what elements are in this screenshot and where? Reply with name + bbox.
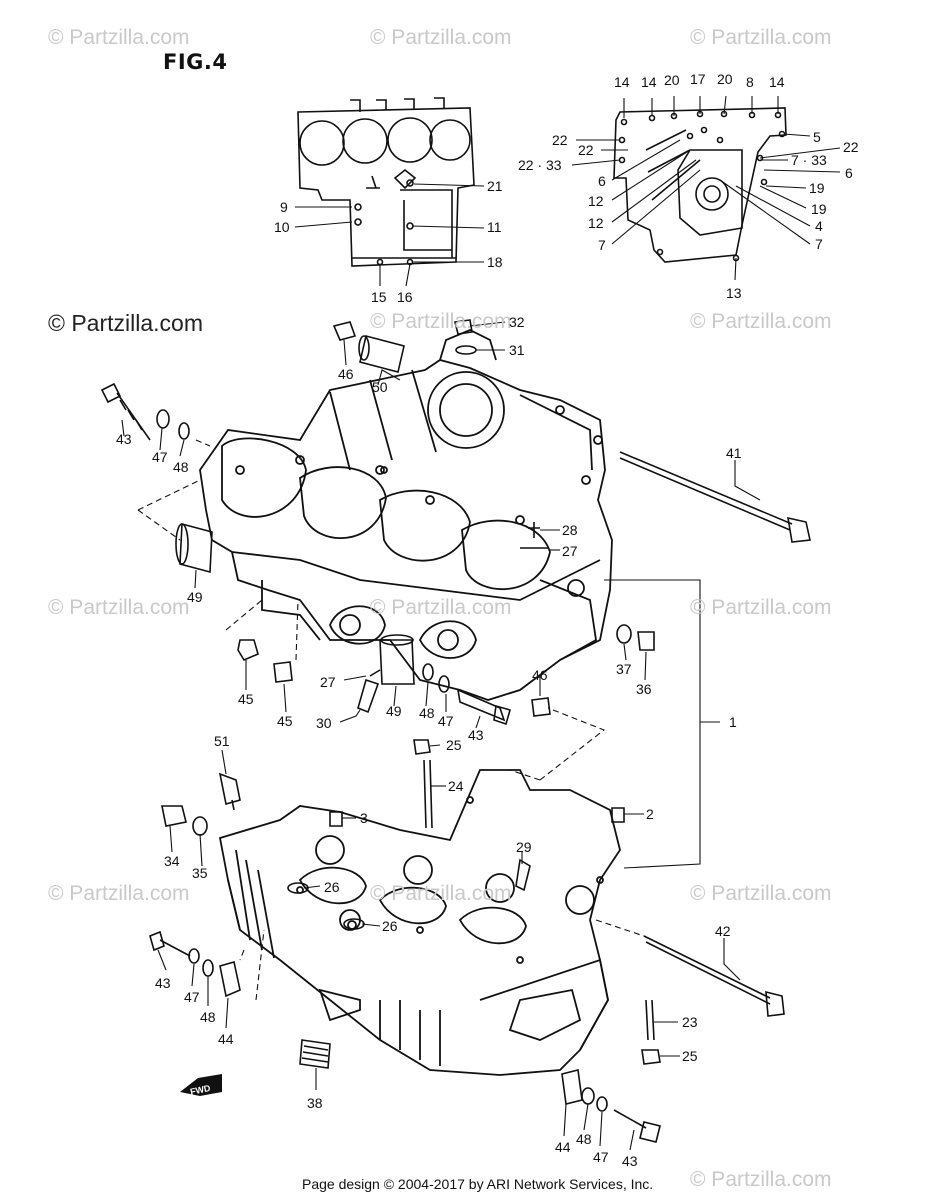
callout-label: 50 [372, 379, 388, 395]
callout-label: 17 [690, 71, 706, 87]
callout-label: 16 [397, 289, 413, 305]
callout-label: 7 [815, 236, 823, 252]
upper-crankcase [199, 329, 613, 701]
callout-label: 43 [468, 727, 484, 743]
callout-label: 9 [280, 199, 288, 215]
lower-crankcase [218, 769, 621, 1076]
callout-label: 47 [184, 989, 200, 1005]
inset-upper-case [297, 97, 475, 267]
watermark: © Partzilla.com [370, 310, 512, 333]
callout-label: 48 [576, 1131, 592, 1147]
callout-label: 28 [562, 522, 578, 538]
callout-label: 45 [277, 713, 293, 729]
callout-label: 46 [532, 667, 548, 683]
callout-label: 22 · 33 [518, 157, 562, 173]
leader-lines [121, 95, 841, 1151]
callout-label: 29 [516, 839, 532, 855]
callout-label: 14 [641, 74, 657, 90]
callout-label: 21 [487, 178, 503, 194]
callout-label: 22 [578, 142, 594, 158]
watermark: © Partzilla.com [690, 596, 832, 619]
callout-label: 7 [598, 237, 606, 253]
callout-label: 1 [729, 714, 737, 730]
callout-label: 18 [487, 254, 503, 270]
callout-label: 49 [187, 589, 203, 605]
watermark: © Partzilla.com [370, 26, 512, 49]
callout-label: 41 [726, 445, 742, 461]
callout-label: 47 [593, 1149, 609, 1165]
callout-label: 20 [717, 71, 733, 87]
callout-label: 43 [622, 1153, 638, 1169]
callout-label: 7 · 33 [791, 152, 827, 168]
callout-label: 4 [815, 218, 823, 234]
callout-label: 27 [562, 543, 578, 559]
callout-label: 38 [307, 1095, 323, 1111]
callout-label: 37 [616, 661, 632, 677]
watermark: © Partzilla.com [690, 882, 832, 905]
callout-label: 32 [509, 314, 525, 330]
callout-label: 12 [588, 215, 604, 231]
callout-label: 48 [173, 459, 189, 475]
callout-label: 43 [116, 431, 132, 447]
callout-label: 44 [555, 1139, 571, 1155]
callout-label: 11 [487, 219, 502, 235]
callout-label: 44 [218, 1031, 234, 1047]
callout-label: 22 [552, 132, 568, 148]
callout-label: 48 [200, 1009, 216, 1025]
watermark: © Partzilla.com [370, 596, 512, 619]
callout-label: 46 [338, 366, 354, 382]
callout-label: 47 [438, 713, 454, 729]
callout-label: 42 [715, 923, 731, 939]
callout-label: 3 [360, 810, 368, 826]
callout-label: 51 [214, 733, 230, 749]
watermark: © Partzilla.com [48, 596, 190, 619]
watermark: © Partzilla.com [48, 882, 190, 905]
callout-label: 36 [636, 681, 652, 697]
callout-label: 25 [682, 1048, 698, 1064]
callout-label: 20 [664, 72, 680, 88]
callout-label: 30 [316, 715, 332, 731]
watermark: © Partzilla.com [690, 26, 832, 49]
callout-label: 14 [614, 74, 630, 90]
callout-label: 8 [746, 74, 754, 90]
inset-lower-case [613, 107, 787, 263]
callout-label: 45 [238, 691, 254, 707]
callout-label: 49 [386, 703, 402, 719]
callout-label: 34 [164, 853, 180, 869]
callout-label: 14 [769, 74, 785, 90]
callout-label: 26 [324, 879, 340, 895]
watermark: © Partzilla.com [48, 26, 190, 49]
fwd-arrow: FWD [180, 1074, 222, 1097]
callout-label: 6 [845, 165, 853, 181]
callout-label: 19 [811, 201, 827, 217]
callout-label: 22 [843, 139, 859, 155]
watermark: © Partzilla.com [690, 1168, 832, 1191]
callout-label: 23 [682, 1014, 698, 1030]
callout-label: 13 [726, 285, 742, 301]
fwd-label: FWD [189, 1083, 212, 1097]
callout-label: 5 [813, 129, 821, 145]
callout-label: 43 [155, 975, 171, 991]
callout-label: 35 [192, 865, 208, 881]
callout-label: 2 [646, 806, 654, 822]
figure-title: FIG.4 [163, 50, 228, 74]
callout-label: 47 [152, 449, 168, 465]
callout-label: 48 [419, 705, 435, 721]
callout-label: 12 [588, 193, 604, 209]
callout-label: 26 [382, 918, 398, 934]
page-footer: Page design © 2004-2017 by ARI Network S… [302, 1176, 654, 1192]
callout-label: 10 [274, 219, 290, 235]
callout-label: 6 [598, 173, 606, 189]
callout-label: 27 [320, 674, 336, 690]
callout-label: 31 [509, 342, 525, 358]
callout-label: 24 [448, 778, 464, 794]
watermark: © Partzilla.com [370, 882, 512, 905]
callout-label: 19 [809, 180, 825, 196]
callout-label: 25 [446, 737, 462, 753]
watermark-main: © Partzilla.com [48, 310, 203, 336]
watermark: © Partzilla.com [690, 310, 832, 333]
small-parts [100, 319, 811, 1143]
callout-label: 15 [371, 289, 387, 305]
